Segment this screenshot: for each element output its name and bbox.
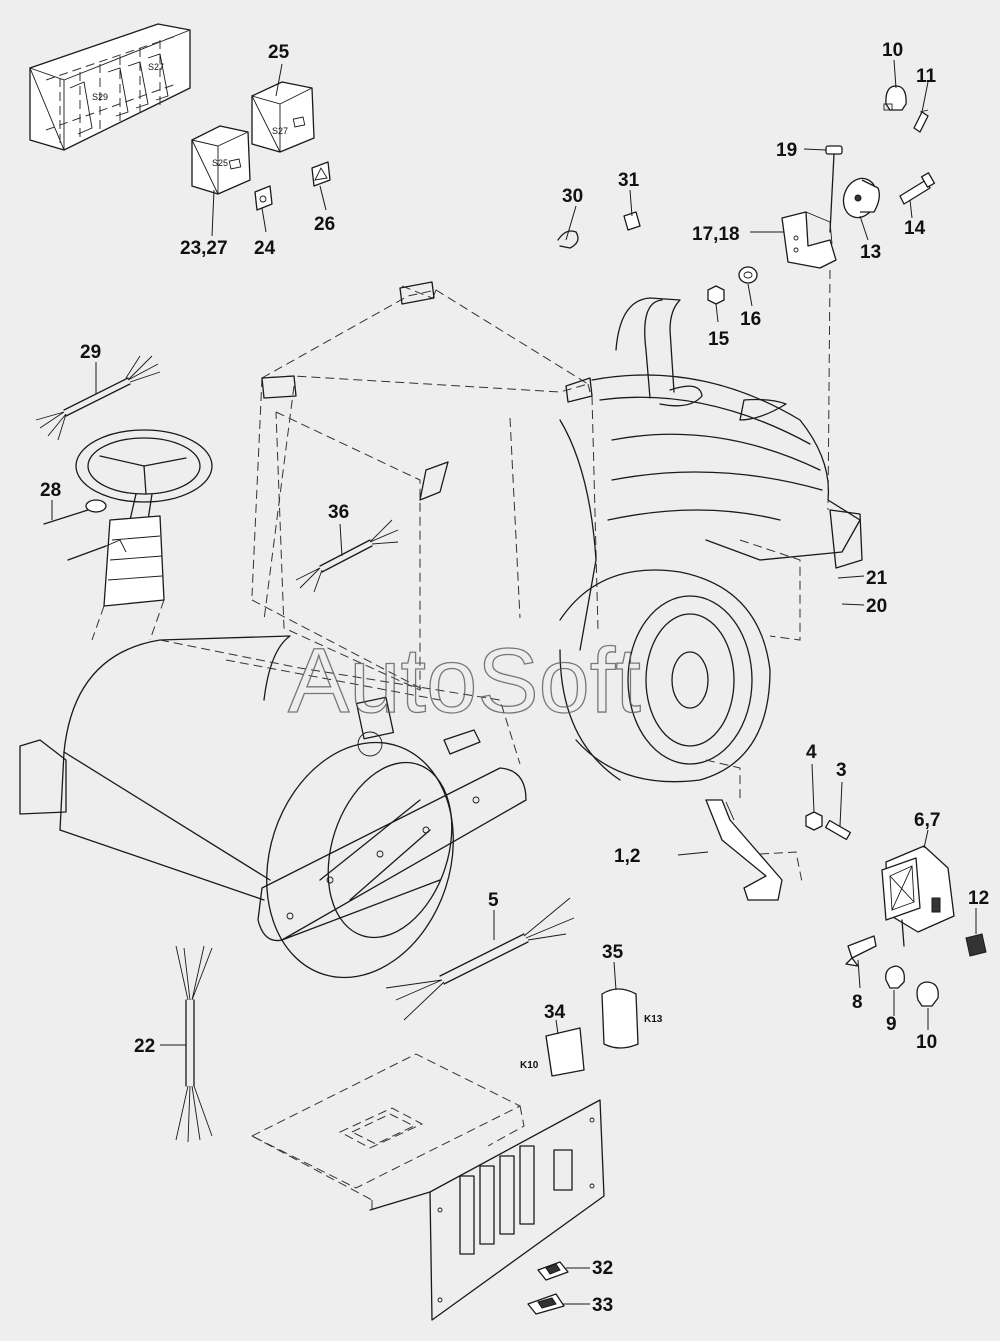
bulb-11-drawing bbox=[913, 109, 929, 133]
callout-26: 26 bbox=[314, 214, 335, 235]
nut-4-drawing bbox=[805, 811, 823, 831]
tag-k10: K10 bbox=[520, 1060, 539, 1071]
callout-35: 35 bbox=[602, 942, 624, 963]
switch-symbol-26-drawing bbox=[311, 161, 331, 187]
work-light-6-drawing bbox=[881, 845, 955, 947]
tag-s27-panel: S27 bbox=[148, 62, 164, 72]
tag-k13: K13 bbox=[644, 1014, 663, 1025]
callout-3: 3 bbox=[836, 760, 847, 781]
harness-22-drawing bbox=[175, 945, 213, 1143]
callout-4: 4 bbox=[806, 742, 817, 763]
rocker-switch-s27-drawing bbox=[251, 81, 315, 153]
relay-k10-drawing bbox=[545, 1027, 585, 1077]
bolt-3-drawing bbox=[824, 819, 852, 841]
nut-15-drawing bbox=[707, 285, 725, 305]
leader-lines bbox=[51, 59, 977, 1305]
clip-30-drawing bbox=[557, 230, 579, 249]
tag-s29: S29 bbox=[92, 92, 108, 102]
callout-9: 9 bbox=[886, 1014, 897, 1035]
ignition-switch-28-drawing bbox=[43, 499, 127, 561]
callout-11: 11 bbox=[916, 66, 937, 87]
callout-14: 14 bbox=[904, 218, 926, 239]
tag-s25: S25 bbox=[212, 158, 228, 168]
callout-29: 29 bbox=[80, 342, 101, 363]
fuse-33-drawing bbox=[527, 1293, 565, 1315]
callout-33: 33 bbox=[592, 1295, 613, 1316]
harness-29-drawing bbox=[35, 355, 161, 441]
callout-12: 12 bbox=[968, 888, 989, 909]
callout-23-27: 23,27 bbox=[180, 238, 228, 259]
callout-30: 30 bbox=[562, 186, 583, 207]
callout-22: 22 bbox=[134, 1036, 155, 1057]
callout-32: 32 bbox=[592, 1258, 613, 1279]
callout-34: 34 bbox=[544, 1002, 566, 1023]
bulb-8-drawing bbox=[845, 935, 877, 967]
bulb-9-drawing bbox=[885, 965, 905, 989]
callout-24: 24 bbox=[254, 238, 276, 259]
rear-wheel-drawing bbox=[559, 569, 771, 783]
cab-frame-drawing bbox=[251, 281, 599, 691]
callout-1-2: 1,2 bbox=[614, 846, 640, 867]
callout-19: 19 bbox=[776, 140, 797, 161]
callout-28: 28 bbox=[40, 480, 61, 501]
callout-25: 25 bbox=[268, 42, 290, 63]
engine-hood-drawing bbox=[559, 269, 863, 651]
bracket-17-drawing bbox=[781, 211, 837, 269]
relay-k13-drawing bbox=[601, 988, 639, 1049]
steering-wheel-drawing bbox=[75, 429, 213, 641]
rocker-switch-s25-drawing bbox=[191, 125, 251, 195]
callout-8: 8 bbox=[852, 992, 863, 1013]
callout-15: 15 bbox=[708, 329, 730, 350]
callout-13: 13 bbox=[860, 242, 881, 263]
callout-21: 21 bbox=[866, 568, 888, 589]
harness-36-drawing bbox=[295, 519, 399, 593]
switch-symbol-24-drawing bbox=[254, 185, 273, 211]
callout-20: 20 bbox=[866, 596, 887, 617]
switch-panel-drawing bbox=[29, 23, 191, 151]
bulb-10-top-drawing bbox=[883, 85, 907, 111]
callout-6-7: 6,7 bbox=[914, 810, 940, 831]
callout-31: 31 bbox=[618, 170, 640, 191]
callout-10-top: 10 bbox=[882, 40, 903, 61]
connector-12-drawing bbox=[965, 933, 987, 957]
tag-s27-switch: S27 bbox=[272, 126, 288, 136]
callout-17-18: 17,18 bbox=[692, 224, 740, 245]
watermark-text: AutoSoft bbox=[288, 630, 641, 732]
bolt-19-drawing bbox=[825, 145, 843, 233]
fuse-32-drawing bbox=[537, 1261, 569, 1281]
lamp-13-drawing bbox=[842, 177, 880, 219]
screw-14-drawing bbox=[899, 172, 936, 205]
fuse-box-drawing bbox=[250, 1053, 605, 1321]
harness-5-drawing bbox=[385, 897, 575, 1021]
callout-36: 36 bbox=[328, 502, 349, 523]
callout-16: 16 bbox=[740, 309, 761, 330]
callout-5: 5 bbox=[488, 890, 499, 911]
light-bracket-1-drawing bbox=[705, 759, 803, 901]
bulb-10-bottom-drawing bbox=[916, 981, 939, 1007]
front-drum-drawing bbox=[19, 635, 527, 979]
washer-16-drawing bbox=[738, 266, 758, 284]
callout-10-bottom: 10 bbox=[916, 1032, 937, 1053]
